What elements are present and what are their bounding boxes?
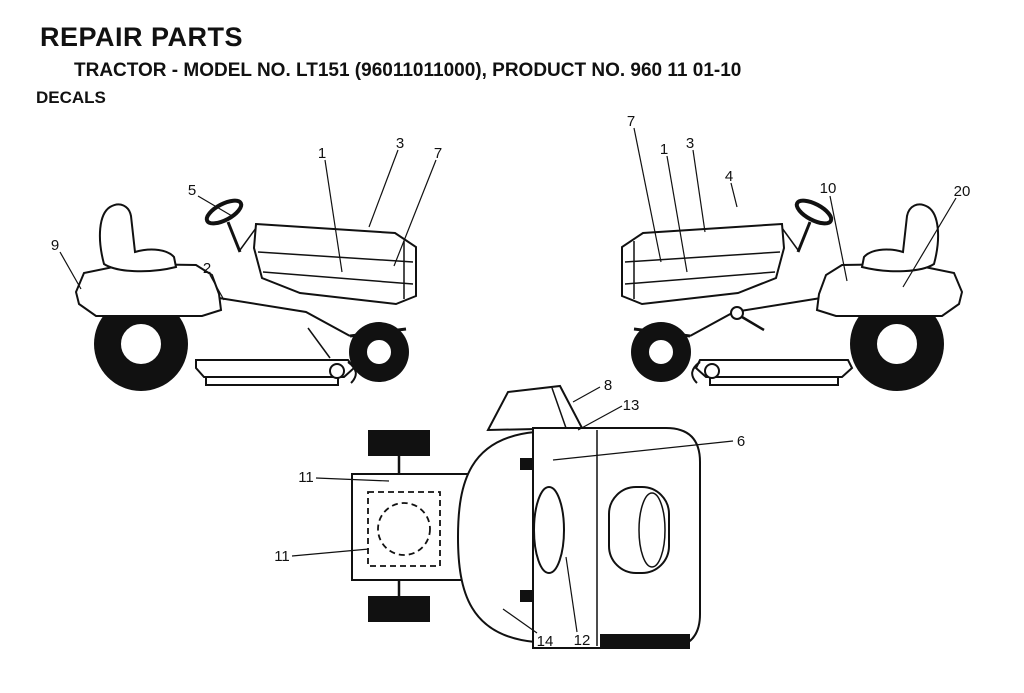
bracket-bottom: [520, 590, 532, 602]
callout-label: 12: [574, 632, 591, 649]
body-rear-curve: [456, 431, 536, 643]
leader-5: [197, 195, 233, 217]
leader-2: [209, 274, 225, 301]
callout-label: 1: [660, 141, 668, 158]
leader-14: [502, 608, 538, 634]
dash-panel: [486, 384, 584, 432]
leader-6: [552, 440, 734, 461]
leader-11a: [315, 477, 390, 482]
page-title: REPAIR PARTS: [40, 22, 244, 52]
deck-skirt: [205, 377, 339, 386]
deck-lever: [741, 315, 765, 332]
callout-label: 5: [188, 182, 196, 199]
callout-label: 13: [623, 397, 640, 414]
dash-line: [239, 227, 257, 251]
deck-deflector: [691, 361, 701, 384]
seat: [860, 203, 939, 273]
top-view-leaders: [291, 386, 734, 634]
front-wheel-hub: [647, 338, 675, 366]
callout-label: 9: [51, 237, 59, 254]
front-wheel-left: [368, 430, 430, 456]
chassis-line: [218, 297, 351, 337]
top-view-callouts: 8 13 6 11 11 14 12: [274, 377, 745, 650]
left-view-leaders: [59, 149, 437, 301]
left-side-view: 5 1 3 7 9 2: [51, 135, 442, 391]
steering-column: [226, 221, 242, 253]
callout-label: 20: [954, 183, 971, 200]
steering-wheel-top-view: [533, 486, 565, 574]
leader-3: [368, 149, 399, 228]
leader-12: [565, 556, 578, 633]
section-label: DECALS: [36, 88, 106, 107]
leader-11b: [291, 548, 370, 557]
callout-label: 8: [604, 377, 612, 394]
leader-3: [692, 149, 706, 233]
leader-1: [324, 159, 343, 273]
leader-7: [633, 127, 662, 263]
deck-wheel: [329, 363, 345, 379]
leader-20: [902, 197, 957, 288]
mower-deck: [694, 359, 854, 378]
leader-7: [393, 159, 437, 267]
deck-hanger: [307, 327, 331, 359]
model-subtitle: TRACTOR - MODEL NO. LT151 (96011011000),…: [74, 60, 742, 81]
front-wheel-hub: [365, 338, 393, 366]
hood: [252, 222, 417, 306]
deck-deflector: [347, 361, 357, 384]
steering-wheel: [204, 198, 244, 226]
callout-label: 10: [820, 180, 837, 197]
engine-pulley-dashed: [377, 502, 431, 556]
leader-13: [577, 405, 623, 431]
seat: [98, 203, 178, 273]
dash-line: [781, 227, 799, 251]
front-wheel-right: [368, 596, 430, 622]
right-view-leaders: [633, 127, 957, 288]
callout-label: 14: [537, 633, 554, 650]
leader-4: [730, 182, 738, 208]
chassis-line: [689, 297, 822, 337]
rear-wheel-hub: [119, 322, 163, 366]
right-view-callouts: 7 1 3 4 10 20: [627, 113, 971, 200]
hood-stripe-bottom: [624, 271, 776, 285]
right-side-view: 7 1 3 4 10 20: [621, 113, 971, 391]
callout-label: 2: [203, 260, 211, 277]
callout-label: 3: [686, 135, 694, 152]
bracket-top: [520, 458, 532, 470]
hood: [621, 222, 786, 306]
deck-wheel: [704, 363, 720, 379]
hood-stripe-top: [257, 251, 414, 263]
callout-label: 3: [396, 135, 404, 152]
leader-8: [572, 386, 601, 403]
dash-panel-crease: [551, 387, 567, 429]
hitch-plate: [600, 634, 690, 649]
deck-lever-knob: [730, 306, 744, 320]
steering-column: [796, 221, 812, 253]
seat-cushion-line: [638, 492, 666, 568]
leader-10: [829, 195, 848, 282]
leader-1: [666, 155, 688, 273]
hood-stripe-top: [624, 251, 781, 263]
callout-label: 6: [737, 433, 745, 450]
hood-stripe-bottom: [262, 271, 414, 285]
steering-wheel: [794, 198, 834, 226]
top-view: 8 13 6 11 11 14 12: [274, 377, 745, 650]
callout-label: 7: [434, 145, 442, 162]
callout-label: 11: [298, 469, 314, 486]
mower-deck: [195, 359, 356, 378]
callout-label: 4: [725, 168, 733, 185]
leader-9: [59, 251, 82, 290]
rear-wheel-hub: [875, 322, 919, 366]
left-view-callouts: 5 1 3 7 9 2: [51, 135, 442, 277]
callout-label: 1: [318, 145, 326, 162]
deck-skirt: [709, 377, 839, 386]
callout-label: 7: [627, 113, 635, 130]
callout-label: 11: [274, 548, 290, 565]
engine-outline-dashed: [367, 491, 441, 567]
